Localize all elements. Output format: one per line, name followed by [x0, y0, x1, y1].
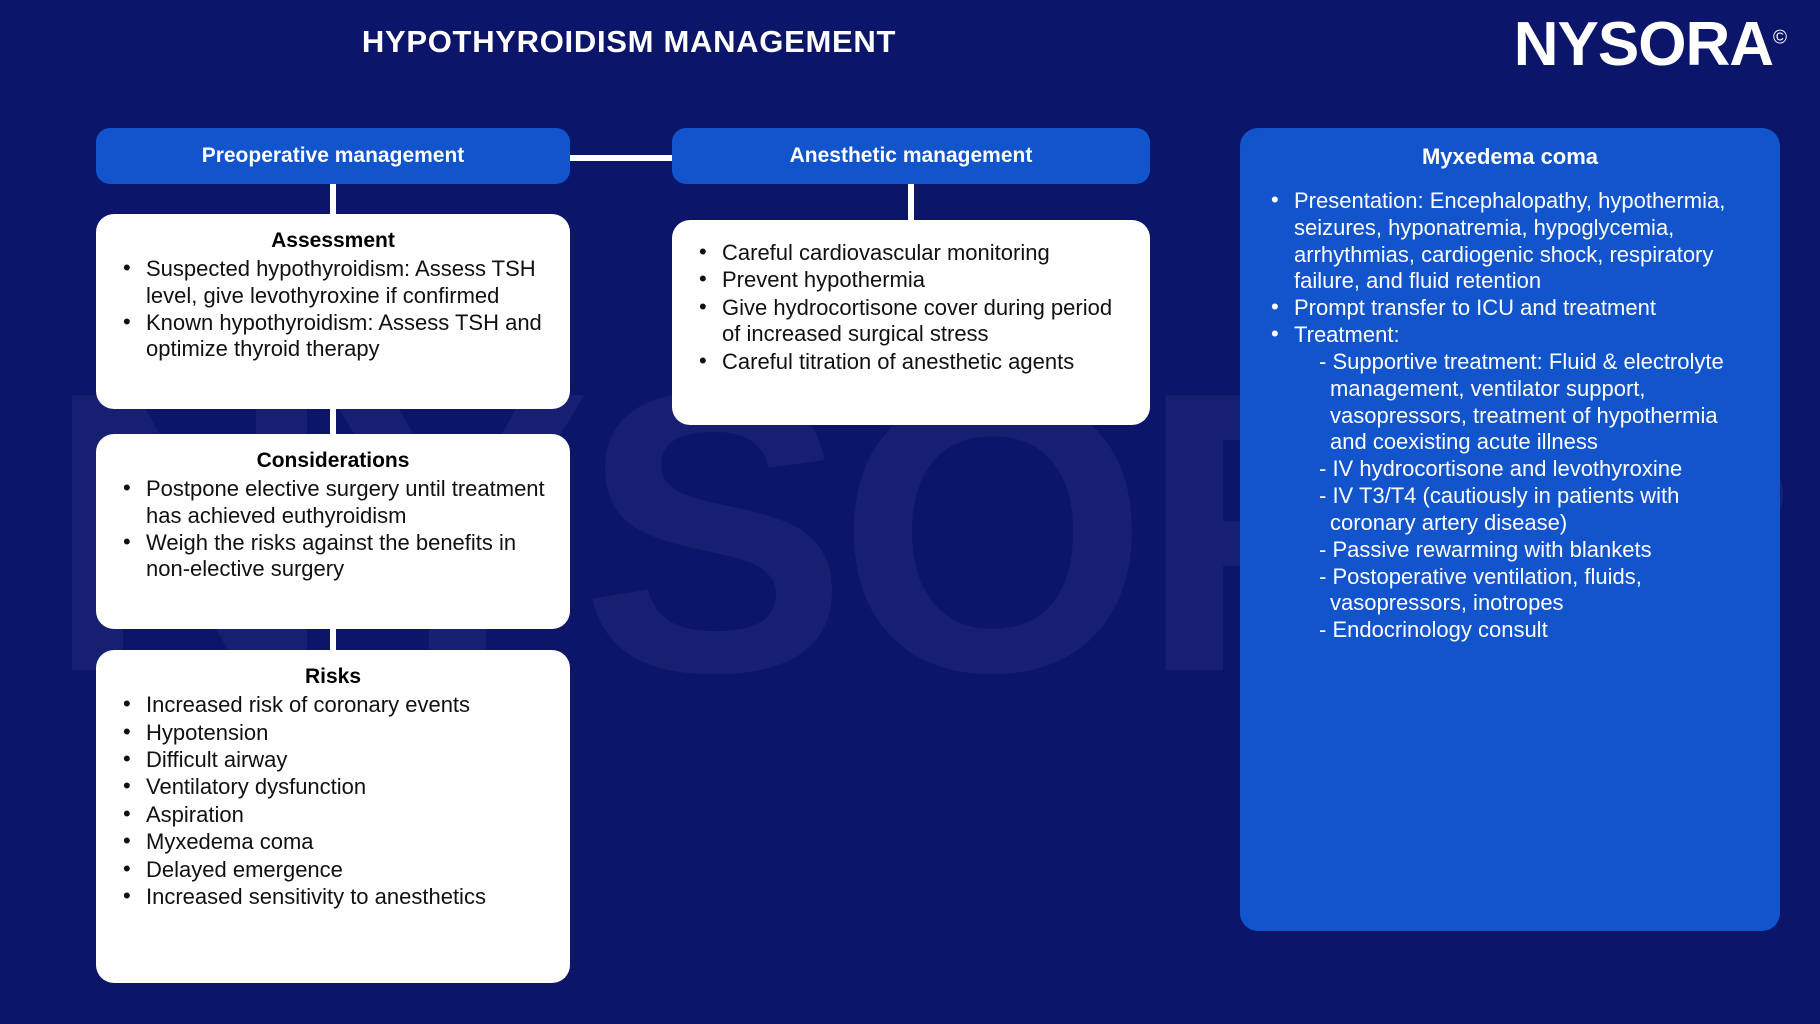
card-assessment: Assessment Suspected hypothyroidism: Ass… — [96, 214, 570, 409]
connector-preoperative-to-assessment — [330, 184, 336, 216]
card-risks: Risks Increased risk of coronary events … — [96, 650, 570, 983]
logo-text: NYSORA — [1513, 10, 1774, 79]
list-item: Presentation: Encephalopathy, hypothermi… — [1262, 187, 1758, 295]
page-title: HYPOTHYROIDISM MANAGEMENT — [361, 24, 897, 59]
list-item: Treatment: — [1262, 321, 1758, 349]
list-item: - IV hydrocortisone and levothyroxine — [1319, 456, 1683, 482]
connector-considerations-to-risks — [330, 620, 336, 652]
list-item: - Endocrinology consult — [1319, 617, 1548, 643]
panel-bullet-list: Presentation: Encephalopathy, hypothermi… — [1262, 187, 1758, 349]
list-item: Delayed emergence — [114, 856, 552, 883]
panel-myxedema-coma: Myxedema coma Presentation: Encephalopat… — [1240, 128, 1780, 931]
panel-title: Myxedema coma — [1421, 144, 1599, 169]
card-bullet-list: Careful cardiovascular monitoring Preven… — [690, 239, 1132, 375]
list-item: Increased risk of coronary events — [114, 691, 552, 718]
list-item: Myxedema coma — [114, 828, 552, 855]
list-item: - Postoperative ventilation, fluids, vas… — [1319, 563, 1642, 616]
list-item: - Supportive treatment: Fluid & electrol… — [1319, 348, 1724, 455]
card-considerations: Considerations Postpone elective surgery… — [96, 434, 570, 629]
connector-preoperative-to-anesthetic — [568, 155, 674, 161]
list-item: Postpone elective surgery until treatmen… — [114, 475, 552, 529]
column-header-anesthetic-management[interactable]: Anesthetic management — [672, 128, 1150, 184]
column-header-preoperative-management[interactable]: Preoperative management — [96, 128, 570, 184]
card-bullet-list: Postpone elective surgery until treatmen… — [114, 475, 552, 583]
list-item: Careful titration of anesthetic agents — [690, 348, 1132, 375]
column-header-label: Preoperative management — [201, 144, 465, 167]
list-item: Increased sensitivity to anesthetics — [114, 883, 552, 910]
list-item: Prevent hypothermia — [690, 266, 1132, 293]
nysora-logo: NYSORA© — [1514, 14, 1787, 76]
card-anesthetic-management: Careful cardiovascular monitoring Preven… — [672, 220, 1150, 425]
list-item: - IV T3/T4 (cautiously in patients with … — [1319, 483, 1680, 535]
copyright-icon: © — [1773, 27, 1787, 49]
card-title: Considerations — [256, 449, 410, 472]
list-item: Prompt transfer to ICU and treatment — [1262, 294, 1758, 322]
card-title: Assessment — [271, 229, 395, 252]
list-item: Known hypothyroidism: Assess TSH and opt… — [114, 309, 552, 363]
connector-assessment-to-considerations — [330, 400, 336, 440]
column-header-label: Anesthetic management — [789, 144, 1033, 167]
card-bullet-list: Suspected hypothyroidism: Assess TSH lev… — [114, 255, 552, 363]
list-item: - Passive rewarming with blankets — [1319, 536, 1652, 562]
list-item: Ventilatory dysfunction — [114, 773, 552, 800]
list-item: Careful cardiovascular monitoring — [690, 239, 1132, 266]
card-bullet-list: Increased risk of coronary events Hypote… — [114, 691, 552, 910]
connector-anesthetic-to-card — [908, 184, 914, 222]
list-item: Weigh the risks against the benefits in … — [114, 529, 552, 583]
list-item: Give hydrocortisone cover during period … — [690, 294, 1132, 348]
list-item: Suspected hypothyroidism: Assess TSH lev… — [114, 255, 552, 309]
treatment-sub-list: - Supportive treatment: Fluid & electrol… — [1262, 349, 1758, 644]
card-title: Risks — [304, 665, 362, 688]
list-item: Aspiration — [114, 801, 552, 828]
list-item: Hypotension — [114, 719, 552, 746]
list-item: Difficult airway — [114, 746, 552, 773]
